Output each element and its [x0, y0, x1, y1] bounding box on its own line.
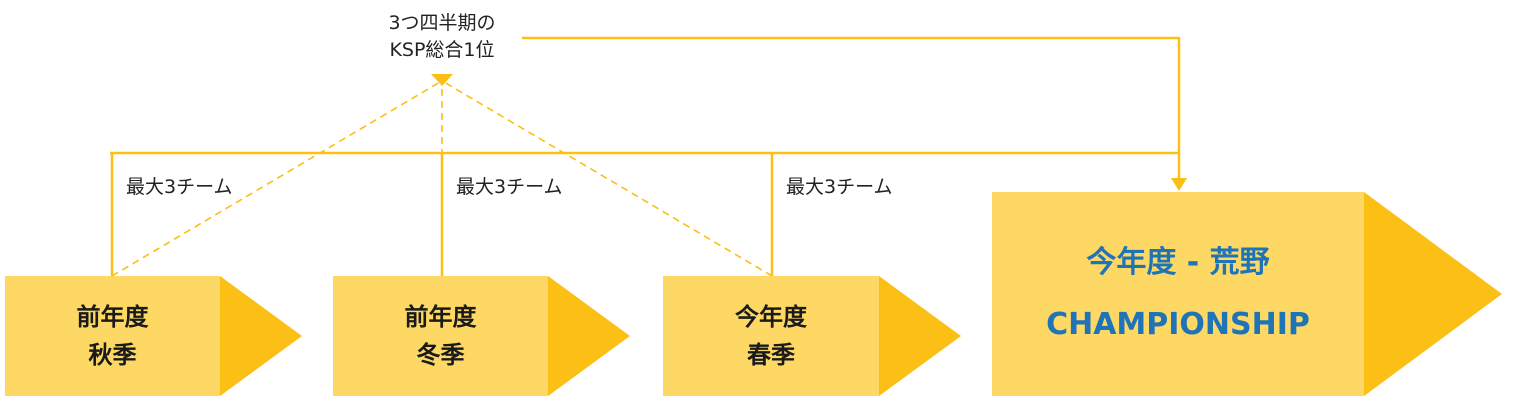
championship-line-1: 今年度 - 荒野 — [1086, 245, 1270, 280]
solid-lines — [110, 36, 1181, 276]
stage-arrow-autumn — [220, 276, 302, 396]
note-arrowhead — [431, 74, 453, 86]
dashed-line-autumn — [111, 81, 441, 277]
qualification-note: 3つ四半期の KSP総合1位 — [352, 10, 532, 64]
championship: 今年度 - 荒野 CHAMPIONSHIP — [992, 192, 1364, 396]
note-line-1: 3つ四半期の — [388, 12, 496, 34]
championship-box — [992, 192, 1364, 396]
stage-autumn-line-1: 前年度 — [76, 303, 149, 331]
stage-winter-line-2: 冬季 — [416, 341, 465, 369]
limit-label-winter: 最大3チーム — [456, 176, 563, 198]
stage-autumn-line-2: 秋季 — [88, 341, 137, 369]
championship-arrow — [1364, 192, 1502, 396]
stage-arrow-spring — [879, 276, 961, 396]
stage-arrow-winter — [548, 276, 630, 396]
limit-label-spring: 最大3チーム — [786, 176, 893, 198]
stage-box-winter — [333, 276, 548, 396]
stage-box-autumn — [5, 276, 220, 396]
stage-spring-line-2: 春季 — [747, 341, 795, 369]
championship-line-2: CHAMPIONSHIP — [1046, 307, 1310, 342]
note-line-2: KSP総合1位 — [389, 39, 495, 61]
stage-box-spring — [663, 276, 879, 396]
limit-label-autumn: 最大3チーム — [126, 176, 233, 198]
stage-spring: 今年度 春季 — [663, 276, 879, 396]
stage-autumn: 前年度 秋季 — [5, 276, 220, 396]
stage-winter: 前年度 冬季 — [333, 276, 548, 396]
dashed-line-spring — [443, 81, 773, 277]
stage-spring-line-1: 今年度 — [735, 303, 807, 331]
championship-arrowhead — [1171, 178, 1187, 191]
stage-winter-line-1: 前年度 — [404, 303, 477, 331]
stage-shapes — [5, 192, 1502, 396]
